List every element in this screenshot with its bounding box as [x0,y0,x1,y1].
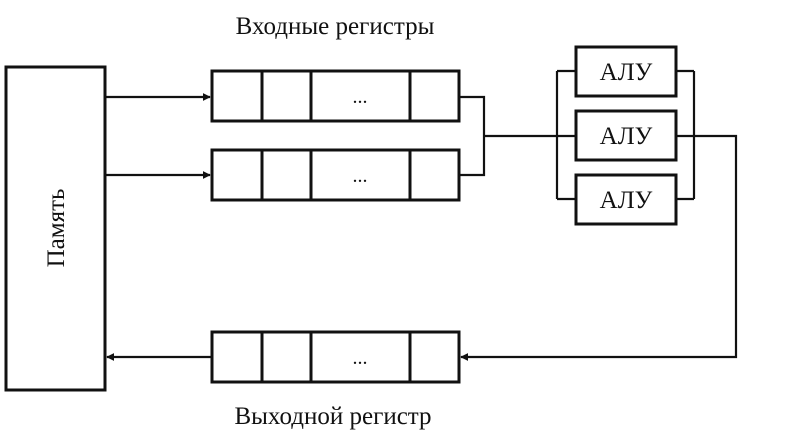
memory-block: Память [4,65,107,392]
alu-input-bracket [555,69,576,201]
alu-label: АЛУ [600,187,653,214]
input-register-2: ... [210,148,461,202]
output-register: ... [210,330,461,384]
input-register-1: ... [210,69,461,123]
output-register-title: Выходной регистр [234,403,431,430]
alu-2: АЛУ [574,109,678,162]
alu-label: АЛУ [600,123,653,150]
memory-label: Память [43,189,70,268]
register-cell-ellipsis: ... [353,347,368,369]
alu-1: АЛУ [574,45,678,98]
input-registers-title: Входные регистры [236,13,435,40]
register-cell-ellipsis: ... [353,165,368,187]
arrow-alu-to-output [460,134,738,361]
bus-input-merge [459,95,486,177]
alu-3: АЛУ [574,173,678,226]
register-cell-ellipsis: ... [353,86,368,108]
alu-label: АЛУ [600,59,653,86]
